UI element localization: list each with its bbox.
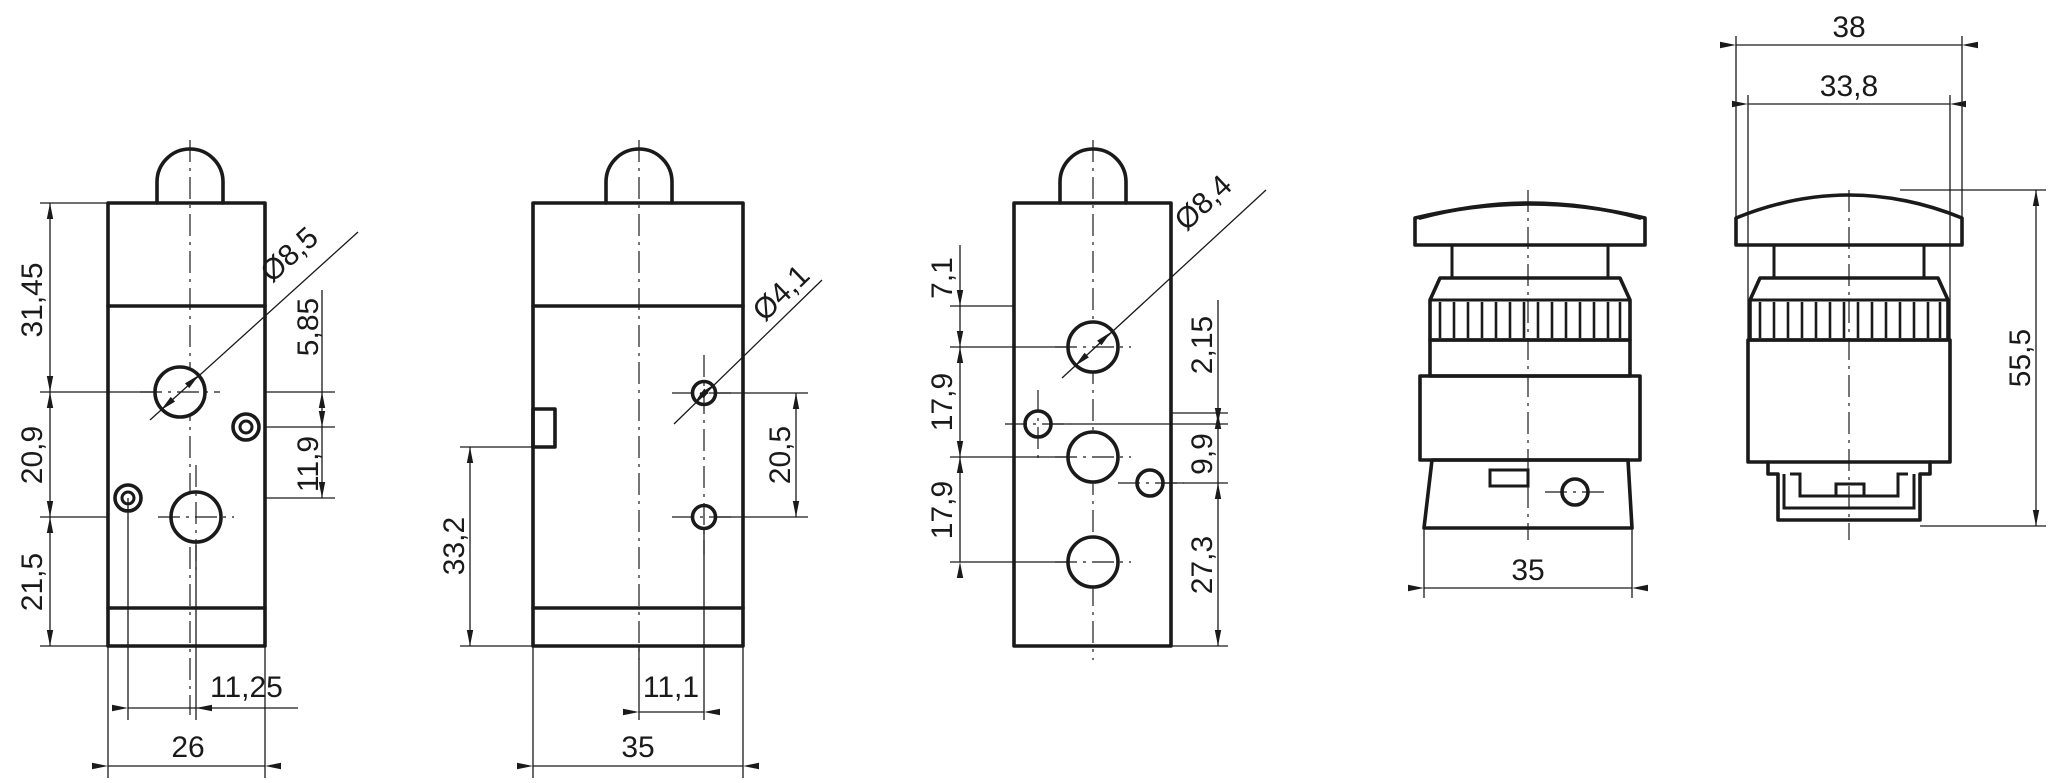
dim-bottom-height: 21,5 (16, 553, 49, 611)
dim-small-hole-spacing: 20,5 (764, 426, 797, 484)
dim-hole-offset: 11,1 (643, 671, 699, 704)
dim-hole-diameter: Ø8,4 (1168, 169, 1238, 237)
dim-width: 35 (621, 731, 654, 764)
dim-base-width: 35 (1511, 554, 1544, 587)
dimension-right: 55,5 (1900, 189, 2046, 527)
button-front-view: 38 33,8 55,5 (1720, 11, 2046, 540)
dimension-right-stack: 5,85 11,9 (265, 290, 335, 499)
dim-small-hole-offset: 9,9 (1186, 433, 1219, 475)
base-housing (1418, 374, 1642, 462)
knurl-ring-outline (1428, 276, 1632, 342)
knurl-ribs (1438, 302, 1622, 338)
dimension-left: 33,2 (438, 446, 555, 647)
dim-lower-pitch: 17,9 (926, 481, 959, 539)
side-view: 33,2 20,5 Ø4,1 11,1 (438, 140, 823, 778)
dimension-bottom: 11,25 26 (92, 498, 298, 778)
dimension-left-stack: 7,1 17,9 17,9 (926, 245, 1068, 578)
dim-port-height: 33,2 (438, 517, 471, 575)
dim-upper-offset: 5,85 (292, 298, 325, 356)
contact-tab (1834, 482, 1866, 498)
small-port-right-inner (238, 419, 254, 435)
dim-height: 55,5 (2004, 329, 2037, 387)
dim-top-height: 7,1 (926, 257, 959, 299)
small-port-right (231, 412, 261, 442)
collar (1428, 338, 1632, 378)
dim-bezel-width: 33,8 (1820, 70, 1878, 103)
dim-width: 26 (171, 731, 204, 764)
contact-tab (1488, 468, 1530, 488)
dim-cap-width: 38 (1832, 11, 1865, 44)
rear-view: 7,1 17,9 17,9 2,15 9,9 27,3 Ø8,4 (926, 140, 1267, 660)
knurl-ribs (1758, 302, 1942, 338)
dim-small-hole-offset: 11,9 (292, 436, 325, 492)
dimension-right-stack: 2,15 9,9 27,3 (1051, 300, 1228, 647)
front-view: 31,45 20,9 21,5 5,85 11,9 Ø8,5 (16, 140, 359, 778)
button-side-view: 35 (1408, 190, 1648, 598)
dim-upper-pitch: 17,9 (926, 373, 959, 431)
dimension-top: 38 33,8 (1720, 11, 1978, 340)
dim-upper-offset: 2,15 (1186, 316, 1219, 374)
body-outline (531, 201, 745, 648)
contact-block-outer (1766, 460, 1932, 522)
dimension-left-stack: 31,45 20,9 21,5 (16, 202, 155, 647)
dimension-bottom: 11,1 35 (517, 529, 759, 778)
dimension-bottom: 35 (1408, 528, 1648, 598)
dim-bottom-height: 27,3 (1186, 536, 1219, 594)
cap-dome (1418, 201, 1642, 220)
dim-small-hole-diameter: Ø4,1 (747, 259, 817, 328)
dim-hole-spacing: 11,25 (210, 671, 283, 704)
dimension-right: 20,5 (716, 392, 808, 518)
dim-middle-height: 20,9 (16, 426, 49, 484)
body-outline (106, 201, 267, 648)
dim-top-height: 31,45 (16, 262, 49, 337)
side-tab (531, 407, 557, 449)
